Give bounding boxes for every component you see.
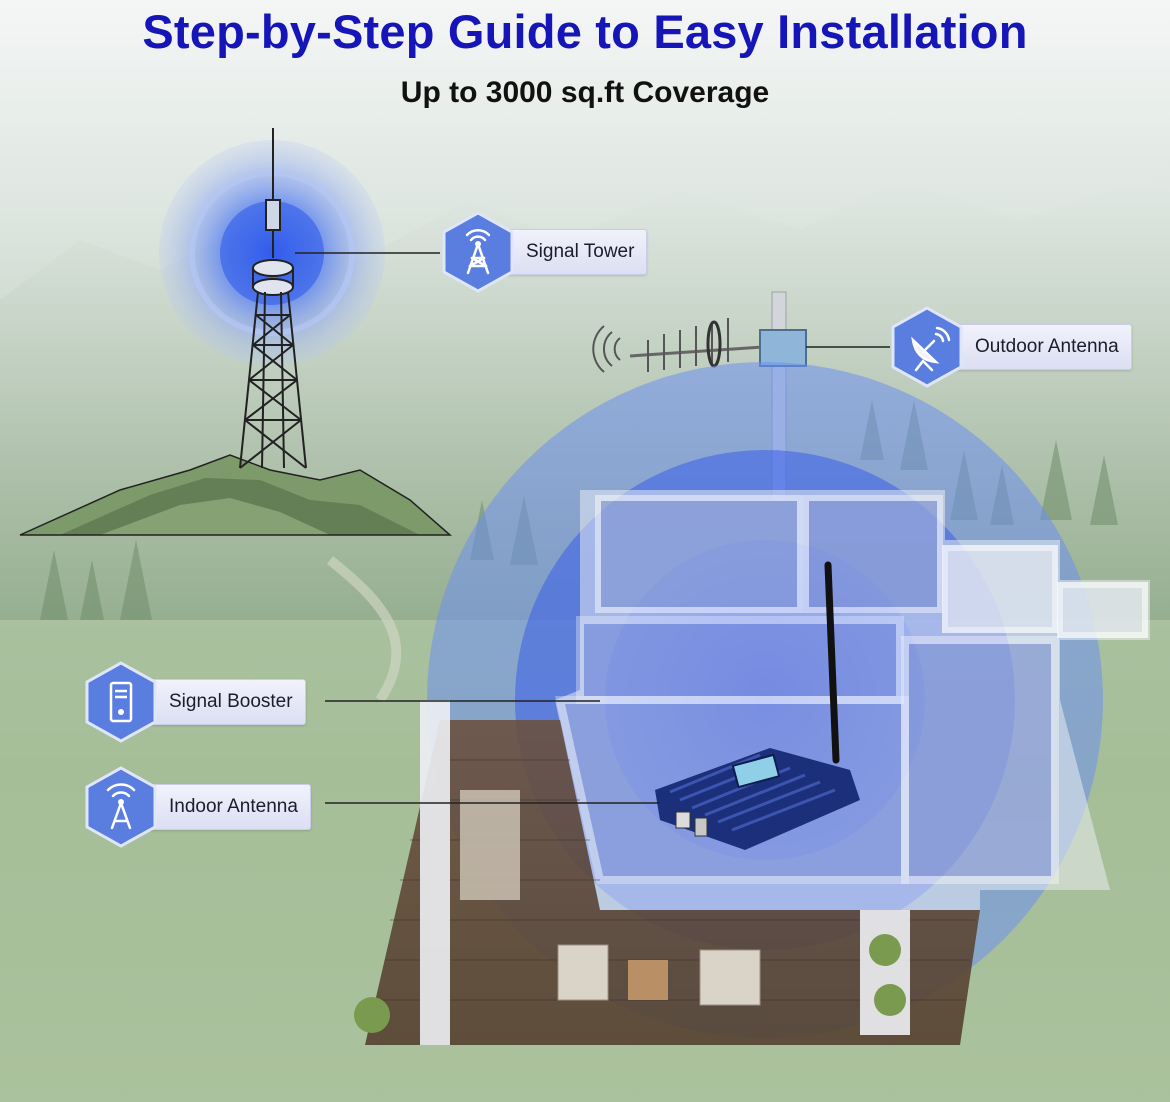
label-outdoor-antenna: Outdoor Antenna: [890, 306, 1132, 388]
coverage-subtitle: Up to 3000 sq.ft Coverage: [400, 76, 770, 109]
label-signal-tower: Signal Tower: [441, 211, 648, 293]
label-text: Signal Booster: [148, 679, 306, 725]
page-title: Step-by-Step Guide to Easy Installation: [142, 5, 1028, 58]
label-indoor-antenna: Indoor Antenna: [84, 766, 311, 848]
satellite-dish-icon: [890, 306, 964, 388]
label-text: Outdoor Antenna: [954, 324, 1132, 370]
antenna-icon: [84, 766, 158, 848]
computer-tower-icon: [84, 661, 158, 743]
label-signal-booster: Signal Booster: [84, 661, 306, 743]
label-text: Indoor Antenna: [148, 784, 311, 830]
tower-icon: [441, 211, 515, 293]
label-text: Signal Tower: [505, 229, 648, 275]
